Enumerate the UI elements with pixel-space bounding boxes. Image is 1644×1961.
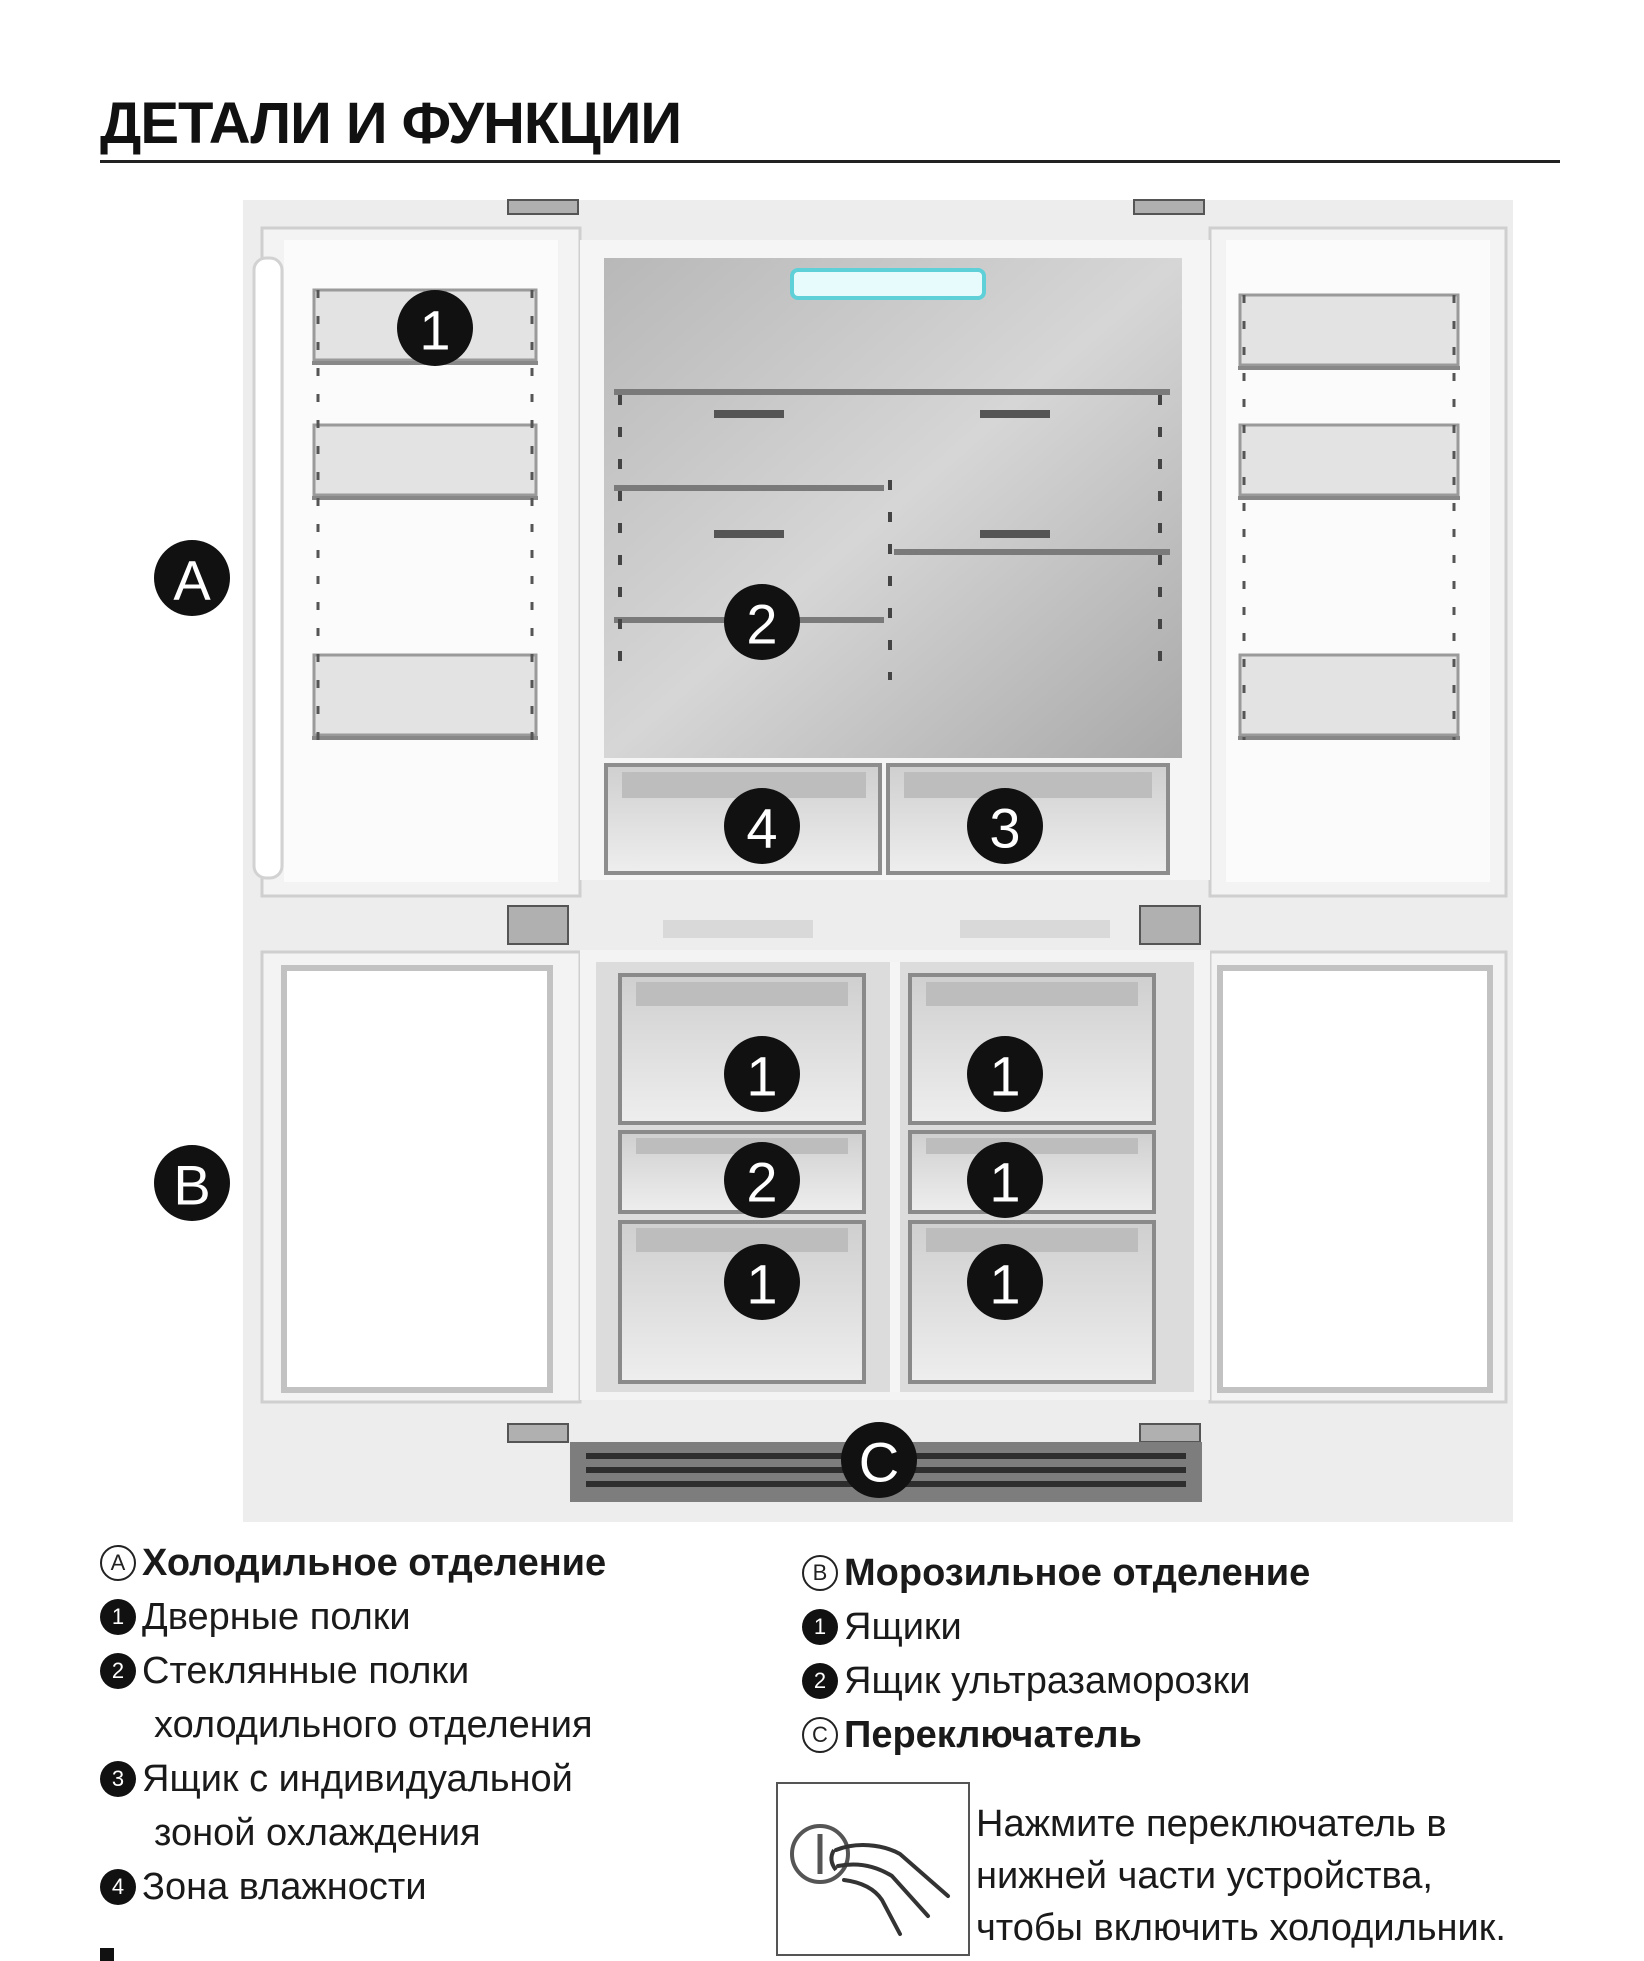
- svg-text:1: 1: [746, 1253, 777, 1316]
- svg-text:1: 1: [989, 1253, 1020, 1316]
- svg-text:C: C: [859, 1431, 899, 1494]
- zone-b-icon: B: [802, 1555, 838, 1591]
- marker-freezer-right-top: 1: [967, 1036, 1043, 1112]
- zone-marker-a: A: [154, 540, 230, 616]
- tip-line: чтобы включить холодильник.: [976, 1907, 1506, 1949]
- freezer-compartment: [580, 950, 1210, 1400]
- legend-item: 2 Ящик ультразаморозки: [802, 1654, 1310, 1708]
- marker-fridge-humidity-zone: 4: [724, 788, 800, 864]
- fridge-right-door: [1208, 226, 1508, 898]
- tip-illustration: [776, 1782, 970, 1956]
- svg-text:4: 4: [746, 797, 777, 860]
- tip-line: Нажмите переключатель в: [976, 1803, 1447, 1845]
- svg-text:1: 1: [989, 1151, 1020, 1214]
- legend-item: 3 Ящик с индивидуальной: [100, 1752, 606, 1806]
- legend-item-label: Дверные полки: [142, 1596, 411, 1638]
- legend-item: 2 Стеклянные полки: [100, 1644, 606, 1698]
- marker-fridge-glass-shelf: 2: [724, 584, 800, 660]
- svg-text:1: 1: [419, 299, 450, 362]
- mid-trim: [663, 920, 1110, 938]
- tip-text: Нажмите переключатель в нижней части уст…: [976, 1798, 1506, 1954]
- marker-fridge-cooling-drawer: 3: [967, 788, 1043, 864]
- legend-freezer: B Морозильное отделение 1 Ящики 2 Ящик у…: [802, 1546, 1310, 1762]
- legend-fridge-header: A Холодильное отделение: [100, 1536, 606, 1590]
- legend-item-continuation: зоной охлаждения: [100, 1806, 606, 1860]
- number-2-icon: 2: [100, 1653, 136, 1689]
- svg-text:A: A: [173, 549, 211, 612]
- freezer-left-door: [260, 950, 582, 1404]
- marker-freezer-left-top: 1: [724, 1036, 800, 1112]
- number-3-icon: 3: [100, 1761, 136, 1797]
- marker-freezer-left-mid: 2: [724, 1142, 800, 1218]
- door-hinges: [507, 199, 1205, 1443]
- legend-item-label-line2: зоной охлаждения: [154, 1812, 481, 1854]
- number-1-icon: 1: [100, 1599, 136, 1635]
- freezer-right-door: [1208, 950, 1508, 1404]
- legend-item-label: Ящики: [844, 1606, 962, 1648]
- svg-text:3: 3: [989, 797, 1020, 860]
- page-corner-mark: [100, 1948, 114, 1961]
- legend-freezer-header: B Морозильное отделение: [802, 1546, 1310, 1600]
- zone-marker-b: B: [154, 1145, 230, 1221]
- marker-freezer-left-bottom: 1: [724, 1244, 800, 1320]
- fridge-left-door: [252, 226, 582, 898]
- marker-freezer-right-bottom: 1: [967, 1244, 1043, 1320]
- refrigerator-diagram: A B C 1 2 4 3 1 2 1 1 1: [154, 199, 1513, 1522]
- legend-freezer-title: Морозильное отделение: [844, 1552, 1311, 1594]
- legend-item: 1 Ящики: [802, 1600, 1310, 1654]
- title-rule: [100, 160, 1560, 163]
- tip-line: нижней части устройства,: [976, 1855, 1433, 1897]
- legend-switch-header: C Переключатель: [802, 1708, 1310, 1762]
- marker-freezer-right-mid: 1: [967, 1142, 1043, 1218]
- zone-marker-c: C: [841, 1422, 917, 1498]
- legend-item-label: Ящик ультразаморозки: [844, 1660, 1251, 1702]
- legend-switch-title: Переключатель: [844, 1714, 1142, 1756]
- control-display: [790, 268, 986, 300]
- svg-text:1: 1: [746, 1045, 777, 1108]
- number-4-icon: 4: [100, 1869, 136, 1905]
- number-1-icon: 1: [802, 1609, 838, 1645]
- marker-fridge-door-shelf: 1: [397, 290, 473, 366]
- legend-item-label: Стеклянные полки: [142, 1650, 470, 1692]
- page-title: ДЕТАЛИ И ФУНКЦИИ: [100, 91, 682, 156]
- svg-text:1: 1: [989, 1045, 1020, 1108]
- legend-item-label: Зона влажности: [142, 1866, 427, 1908]
- legend-fridge-title: Холодильное отделение: [142, 1542, 607, 1584]
- legend-item-label: Ящик с индивидуальной: [142, 1758, 573, 1800]
- legend-item: 4 Зона влажности: [100, 1860, 606, 1914]
- number-2-icon: 2: [802, 1663, 838, 1699]
- legend-item: 1 Дверные полки: [100, 1590, 606, 1644]
- hand-pressing-power-button-icon: [790, 1824, 950, 1936]
- svg-text:2: 2: [746, 593, 777, 656]
- svg-text:2: 2: [746, 1151, 777, 1214]
- fridge-compartment: [580, 240, 1210, 880]
- zone-a-icon: A: [100, 1545, 136, 1581]
- zone-c-icon: C: [802, 1717, 838, 1753]
- legend-item-label-line2: холодильного отделения: [154, 1704, 593, 1746]
- legend-item-continuation: холодильного отделения: [100, 1698, 606, 1752]
- legend-fridge: A Холодильное отделение 1 Дверные полки …: [100, 1536, 606, 1914]
- svg-text:B: B: [173, 1154, 210, 1217]
